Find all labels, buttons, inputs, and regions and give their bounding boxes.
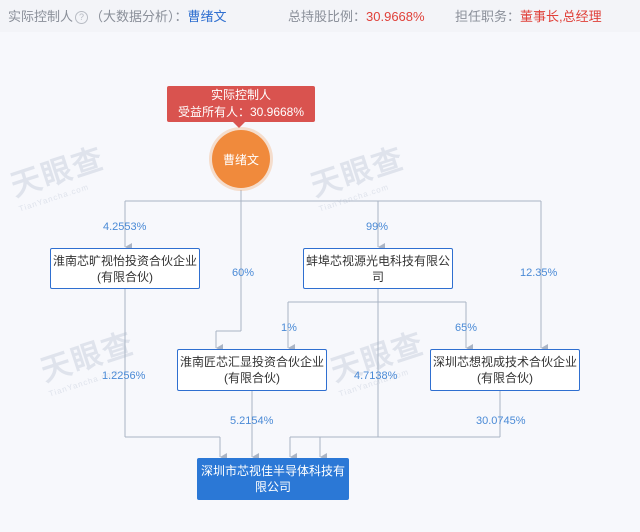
controller-tag: 实际控制人 受益所有人：30.9668% xyxy=(167,86,315,128)
person-node[interactable]: 曹绪文 xyxy=(212,130,270,188)
controller-summary: 实际控制人?（大数据分析）：曹绪文 xyxy=(8,6,227,25)
entity-node-shenzhen-xiang[interactable]: 深圳芯想视成技术合伙企业 (有限合伙) xyxy=(430,349,580,391)
entity-type: (有限合伙) xyxy=(223,371,280,385)
edge-percent: 5.2154% xyxy=(230,415,274,427)
entity-node-bengbu[interactable]: 蚌埠芯视源光电科技有限公司 xyxy=(303,248,453,289)
entity-name-line2: 限公司 xyxy=(254,480,291,494)
entity-name: 淮南匠芯汇显投资合伙企业 xyxy=(179,355,324,369)
position-value: 董事长,总经理 xyxy=(520,9,602,24)
holding-summary: 总持股比例：30.9668% xyxy=(288,6,425,25)
edge-percent: 60% xyxy=(232,267,255,279)
entity-type: (有限合伙) xyxy=(476,371,533,385)
holding-value: 30.9668% xyxy=(366,9,425,24)
entity-name: 深圳市芯视佳半导体科技有 xyxy=(200,464,345,478)
edge-percent: 65% xyxy=(455,322,478,334)
edge-percent: 4.7138% xyxy=(354,370,398,382)
entity-type: (有限合伙) xyxy=(96,269,153,284)
question-circle-icon[interactable]: ? xyxy=(75,11,89,24)
controller-note: （大数据分析）： xyxy=(90,9,188,24)
position-summary: 担任职务：董事长,总经理 xyxy=(455,6,602,25)
edge-percent: 1% xyxy=(281,322,297,334)
edge-percent: 1.2256% xyxy=(102,370,146,382)
entity-node-huainan-kuang[interactable]: 淮南芯旷视怡投资合伙企业(有限合伙) xyxy=(50,248,200,289)
entity-node-huainan-jiang[interactable]: 淮南匠芯汇显投资合伙企业 (有限合伙) xyxy=(177,349,327,391)
edge-percent: 4.2553% xyxy=(103,221,147,233)
edge-percent: 12.35% xyxy=(520,267,558,279)
entity-name: 深圳芯想视成技术合伙企业 xyxy=(432,355,577,369)
controller-tag-share: 受益所有人：30.9668% xyxy=(177,105,305,119)
controller-label: 实际控制人 xyxy=(8,9,74,24)
entity-name: 蚌埠芯视源光电科技有限公司 xyxy=(305,253,450,284)
person-name: 曹绪文 xyxy=(222,152,259,167)
entity-node-target[interactable]: 深圳市芯视佳半导体科技有限公司 xyxy=(197,458,349,500)
controller-tag-title: 实际控制人 xyxy=(210,88,271,102)
summary-header: 实际控制人?（大数据分析）：曹绪文 总持股比例：30.9668% 担任职务：董事… xyxy=(0,0,640,32)
edge-percent: 30.0745% xyxy=(476,415,526,427)
entity-name: 淮南芯旷视怡投资合伙企业 xyxy=(52,253,197,268)
holding-label: 总持股比例： xyxy=(288,9,367,24)
position-label: 担任职务： xyxy=(455,9,521,24)
edge-percent: 99% xyxy=(366,221,389,233)
controller-name-link[interactable]: 曹绪文 xyxy=(187,9,227,24)
